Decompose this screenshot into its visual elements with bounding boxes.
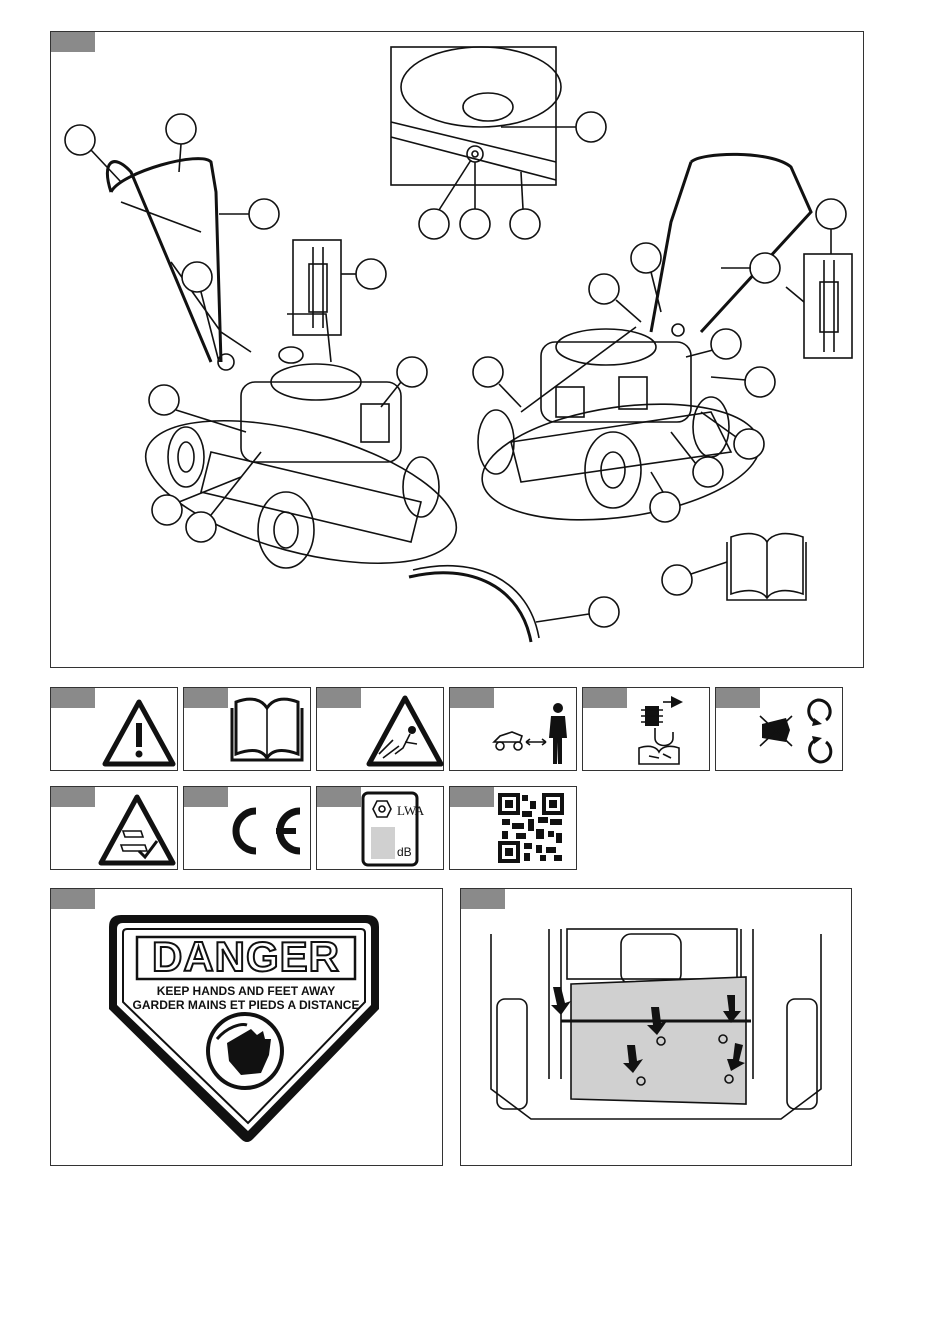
mower-parts-drawing	[51, 32, 865, 669]
symbol-keep-distance	[449, 687, 577, 771]
symbol-foot-hazard	[50, 786, 178, 870]
noise-lwa-label: LWA	[397, 803, 424, 819]
detail-inset-underside	[391, 47, 561, 185]
danger-sign-shape	[51, 889, 444, 1167]
ce-mark-icon	[184, 787, 312, 871]
disconnect-spark-plug-icon	[583, 688, 711, 772]
figure-mower-parts	[50, 31, 864, 668]
danger-title: DANGER	[137, 933, 355, 981]
detail-inset-cable-left	[293, 240, 341, 335]
symbol-thrown-objects	[316, 687, 444, 771]
figure-danger-sign: DANGER KEEP HANDS AND FEET AWAY GARDER M…	[50, 888, 443, 1166]
danger-line-en: KEEP HANDS AND FEET AWAY	[113, 984, 379, 998]
rotating-blade-hand-icon	[716, 688, 844, 772]
detail-inset-cable-right	[804, 254, 852, 358]
symbol-read-manual	[183, 687, 311, 771]
deflector-strip	[409, 566, 539, 642]
open-book-icon	[184, 688, 312, 772]
qr-code-icon	[450, 787, 578, 871]
figure-underside-cover	[460, 888, 852, 1166]
symbol-rotating-blade	[715, 687, 843, 771]
sound-power-icon	[317, 787, 445, 871]
foot-hazard-icon	[51, 787, 179, 871]
callout-markers	[65, 112, 846, 627]
manual-book-icon	[727, 534, 806, 600]
underside-cover-drawing	[461, 889, 853, 1167]
symbol-warning	[50, 687, 178, 771]
symbol-maintenance	[582, 687, 710, 771]
noise-db-label: dB	[397, 845, 412, 859]
symbol-noise-level: LWA dB	[316, 786, 444, 870]
danger-line-fr: GARDER MAINS ET PIEDS A DISTANCE	[113, 998, 379, 1012]
thrown-objects-icon	[317, 688, 445, 772]
warning-triangle-icon	[51, 688, 179, 772]
symbol-ce-mark	[183, 786, 311, 870]
keep-distance-icon	[450, 688, 578, 772]
symbol-qr-code	[449, 786, 577, 870]
